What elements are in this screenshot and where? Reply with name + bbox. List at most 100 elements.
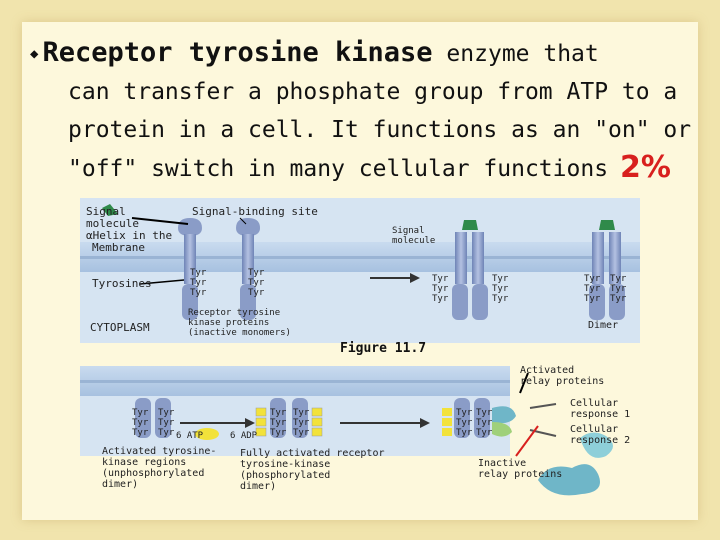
tyr-label: Tyr — [584, 274, 601, 284]
signal-molecule-shape-dimer-b — [599, 220, 615, 230]
inactive-relay-protein-2 — [580, 432, 613, 458]
label-cellular-response-2-line-1: Cellular — [570, 424, 619, 435]
label-activated-regions-line-4: dimer) — [102, 479, 139, 490]
tyr-label: Tyr — [248, 278, 265, 288]
tyr-label: Tyr — [270, 418, 287, 428]
figure-illustration — [80, 198, 640, 496]
tyr-label: Tyr — [492, 274, 509, 284]
label-inactive-relay-line-2: relay proteins — [478, 469, 563, 480]
arrow-dimerization-head — [410, 273, 420, 283]
label-activated-regions-line-2: kinase regions — [102, 457, 187, 468]
tyr-label: Tyr — [456, 428, 473, 438]
label-activated-regions-line-1: Activated tyrosine- — [102, 446, 217, 457]
tyr-label: Tyr — [432, 274, 449, 284]
tyr-label: Tyr — [293, 418, 310, 428]
tyr-label: Tyr — [610, 294, 627, 304]
label-signal-molecule-line-1: Signal — [86, 205, 126, 218]
tyr-label: Tyr — [158, 428, 175, 438]
label-signal-molecule-right-line-1: Signal — [392, 226, 425, 236]
arrow-response-1 — [529, 403, 557, 409]
receptor-dimer-a — [452, 232, 488, 320]
figure-caption: Figure 11.7 — [340, 341, 427, 356]
tyr-label: Tyr — [158, 418, 175, 428]
tyr-label: Tyr — [190, 278, 207, 288]
membrane-midline-top — [80, 256, 640, 259]
tyr-label: Tyr — [132, 408, 149, 418]
tyr-label: Tyr — [190, 288, 207, 298]
inactive-relay-protein-1 — [538, 464, 600, 496]
atp-molecule — [195, 428, 219, 440]
heading-line-3: protein in a cell. It functions as an "o… — [68, 117, 692, 143]
label-cytoplasm: CYTOPLASM — [90, 321, 150, 334]
tyr-label: Tyr — [476, 418, 493, 428]
slide-heading: ◆Receptor tyrosine kinase enzyme that ca… — [30, 34, 700, 188]
arrow-relay-binding-head — [420, 418, 430, 428]
tyr-label: Tyr — [610, 274, 627, 284]
bullet-icon: ◆ — [30, 46, 39, 62]
percent-badge: 2% — [620, 150, 671, 185]
label-signal-molecule-line-2: molecule — [86, 217, 139, 230]
tyr-label: Tyr — [476, 428, 493, 438]
tyr-label: Tyr — [190, 268, 207, 278]
label-receptor-line-2: kinase proteins — [188, 318, 270, 328]
heading-term: Receptor tyrosine kinase — [42, 37, 433, 68]
label-tyrosines: Tyrosines — [92, 277, 152, 290]
label-helix-line-2: Membrane — [92, 241, 145, 254]
tyr-label: Tyr — [584, 294, 601, 304]
signal-molecule-shape-dimer-a — [462, 220, 478, 230]
pointer-binding-site — [239, 217, 247, 225]
tyr-label: Tyr — [158, 408, 175, 418]
tyr-label: Tyr — [270, 428, 287, 438]
label-atp: 6 ATP — [176, 431, 204, 441]
receptor-dimer-activated-1 — [135, 398, 171, 438]
label-activated-relay-line-2: relay proteins — [520, 376, 605, 387]
tyr-label: Tyr — [293, 408, 310, 418]
label-fully-activated-line-3: (phosphorylated — [240, 470, 331, 481]
label-signal-molecule-right-line-2: molecule — [392, 236, 436, 246]
receptor-monomer-2 — [236, 218, 260, 320]
label-fully-activated-line-4: dimer) — [240, 481, 277, 492]
receptor-dimer-b — [589, 232, 625, 320]
tyr-label: Tyr — [132, 428, 149, 438]
label-activated-regions: Activated tyrosine-kinase regions(unphos… — [102, 446, 216, 490]
tyr-label: Tyr — [248, 288, 265, 298]
heading-line-1-rest: enzyme that — [432, 41, 599, 67]
label-receptor-line-1: Receptor tyrosine — [188, 308, 281, 318]
signal-molecule-shape-left — [102, 204, 118, 216]
tyr-label: Tyr — [132, 418, 149, 428]
label-fully-activated-line-1: Fully activated receptor — [240, 448, 385, 459]
tyr-label: Tyr — [248, 268, 265, 278]
tyr-label: Tyr — [584, 284, 601, 294]
receptor-dimer-phosphorylated — [255, 398, 323, 438]
label-adp: 6 ADP — [230, 431, 258, 441]
arrow-phosphorylation-head — [245, 418, 255, 428]
label-dimer: Dimer — [588, 320, 619, 331]
tyr-label: Tyr — [492, 294, 509, 304]
label-inactive-relay-line-1: Inactive — [478, 458, 527, 469]
heading-line-1: ◆Receptor tyrosine kinase enzyme that — [30, 34, 700, 73]
tyr-label: Tyr — [476, 408, 493, 418]
receptor-dimer-relay-bound — [442, 398, 516, 438]
pointer-inactive-relay — [515, 425, 539, 457]
pointer-activated-relay — [519, 372, 529, 394]
receptor-monomer-1 — [178, 218, 202, 320]
label-fully-activated-line-2: tyrosine-kinase — [240, 459, 331, 470]
heading-line-2: can transfer a phosphate group from ATP … — [68, 79, 678, 105]
